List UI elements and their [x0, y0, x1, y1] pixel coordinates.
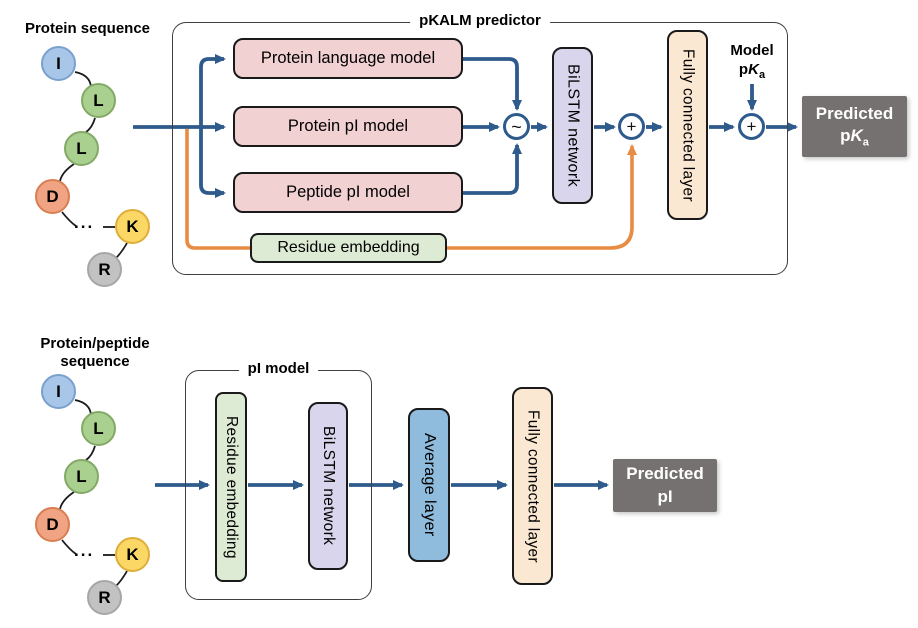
average-layer-box: Average layer	[408, 408, 450, 562]
fully-connected-box-bottom: Fully connected layer	[512, 387, 553, 585]
residue-embedding-box-bottom: Residue embedding	[215, 392, 247, 582]
bottom-sequence-title-line1: Protein/peptide	[40, 335, 150, 352]
model-pka-line2: pKa	[712, 61, 792, 83]
bottom-sequence-title: Protein/peptide sequence	[10, 335, 180, 370]
bilstm-box-bottom: BiLSTM network	[308, 402, 348, 570]
bottom-sequence-title-line2: sequence	[60, 352, 130, 370]
top-blue-arrows	[133, 54, 798, 198]
residue-letter: R	[98, 259, 111, 279]
residue-circle-L: L	[64, 459, 99, 494]
predicted-pka-output-box: Predicted pKa	[802, 96, 907, 157]
pi-model-container: pI model	[185, 360, 372, 600]
predicted-pka-line2: pKa	[840, 125, 869, 150]
predicted-pi-line2: pI	[657, 486, 673, 506]
residue-letter: I	[56, 381, 61, 401]
pka-p: p	[840, 126, 851, 146]
add-operator-1: +	[618, 113, 645, 140]
residue-circle-L: L	[81, 83, 116, 118]
residue-letter: L	[76, 138, 87, 158]
peptide-pi-model-box: Peptide pI model	[233, 172, 463, 213]
predicted-pi-line1: Predicted	[626, 464, 704, 484]
residue-circle-D: D	[35, 179, 70, 214]
residue-circle-R: R	[87, 580, 122, 615]
residue-circle-K: K	[115, 537, 150, 572]
residue-letter: D	[46, 186, 59, 206]
model-pka-label: Model pKa	[712, 42, 792, 83]
protein-language-model-box: Protein language model	[233, 38, 463, 79]
arrow-peptidepi-to-concat	[463, 143, 522, 195]
pka-sub: a	[862, 136, 869, 149]
pka-p: p	[738, 60, 749, 78]
residue-circle-L: L	[64, 131, 99, 166]
pka-k: K	[850, 126, 863, 146]
residue-letter: L	[93, 418, 104, 438]
fully-connected-box-top: Fully connected layer	[667, 30, 708, 220]
predicted-pka-line1: Predicted	[815, 104, 894, 124]
chain-ellipsis: ...	[74, 213, 95, 232]
residue-letter: K	[126, 216, 139, 236]
bilstm-box-top: BiLSTM network	[552, 47, 593, 204]
top-sequence-title: Protein sequence	[24, 20, 151, 37]
residue-circle-D: D	[35, 507, 70, 542]
arrow-branch-up	[199, 54, 226, 127]
arrow-plm-to-concat	[463, 57, 522, 111]
pka-sub: a	[758, 68, 766, 81]
add-operator-2: +	[738, 113, 765, 140]
residue-circle-L: L	[81, 411, 116, 446]
pkalm-predictor-container: pKALM predictor	[172, 12, 788, 275]
residue-letter: I	[56, 53, 61, 73]
protein-pi-model-box: Protein pI model	[233, 106, 463, 147]
residue-circle-I: I	[41, 46, 76, 81]
residue-letter: L	[76, 466, 87, 486]
residue-circle-K: K	[115, 209, 150, 244]
residue-letter: D	[46, 514, 59, 534]
residue-circle-I: I	[41, 374, 76, 409]
residue-letter: R	[98, 587, 111, 607]
residue-embedding-box-top: Residue embedding	[250, 233, 447, 263]
residue-letter: K	[126, 544, 139, 564]
pkalm-predictor-label: pKALM predictor	[410, 12, 550, 29]
model-pka-line1: Model	[730, 42, 774, 59]
concat-operator: ~	[503, 113, 530, 140]
residue-circle-R: R	[87, 252, 122, 287]
pi-model-label: pI model	[238, 360, 319, 377]
arrow-branch-down	[199, 127, 226, 198]
predicted-pi-output-box: Predicted pI	[613, 459, 717, 512]
chain-ellipsis: ...	[74, 541, 95, 560]
residue-letter: L	[93, 90, 104, 110]
pka-k: K	[748, 60, 759, 78]
